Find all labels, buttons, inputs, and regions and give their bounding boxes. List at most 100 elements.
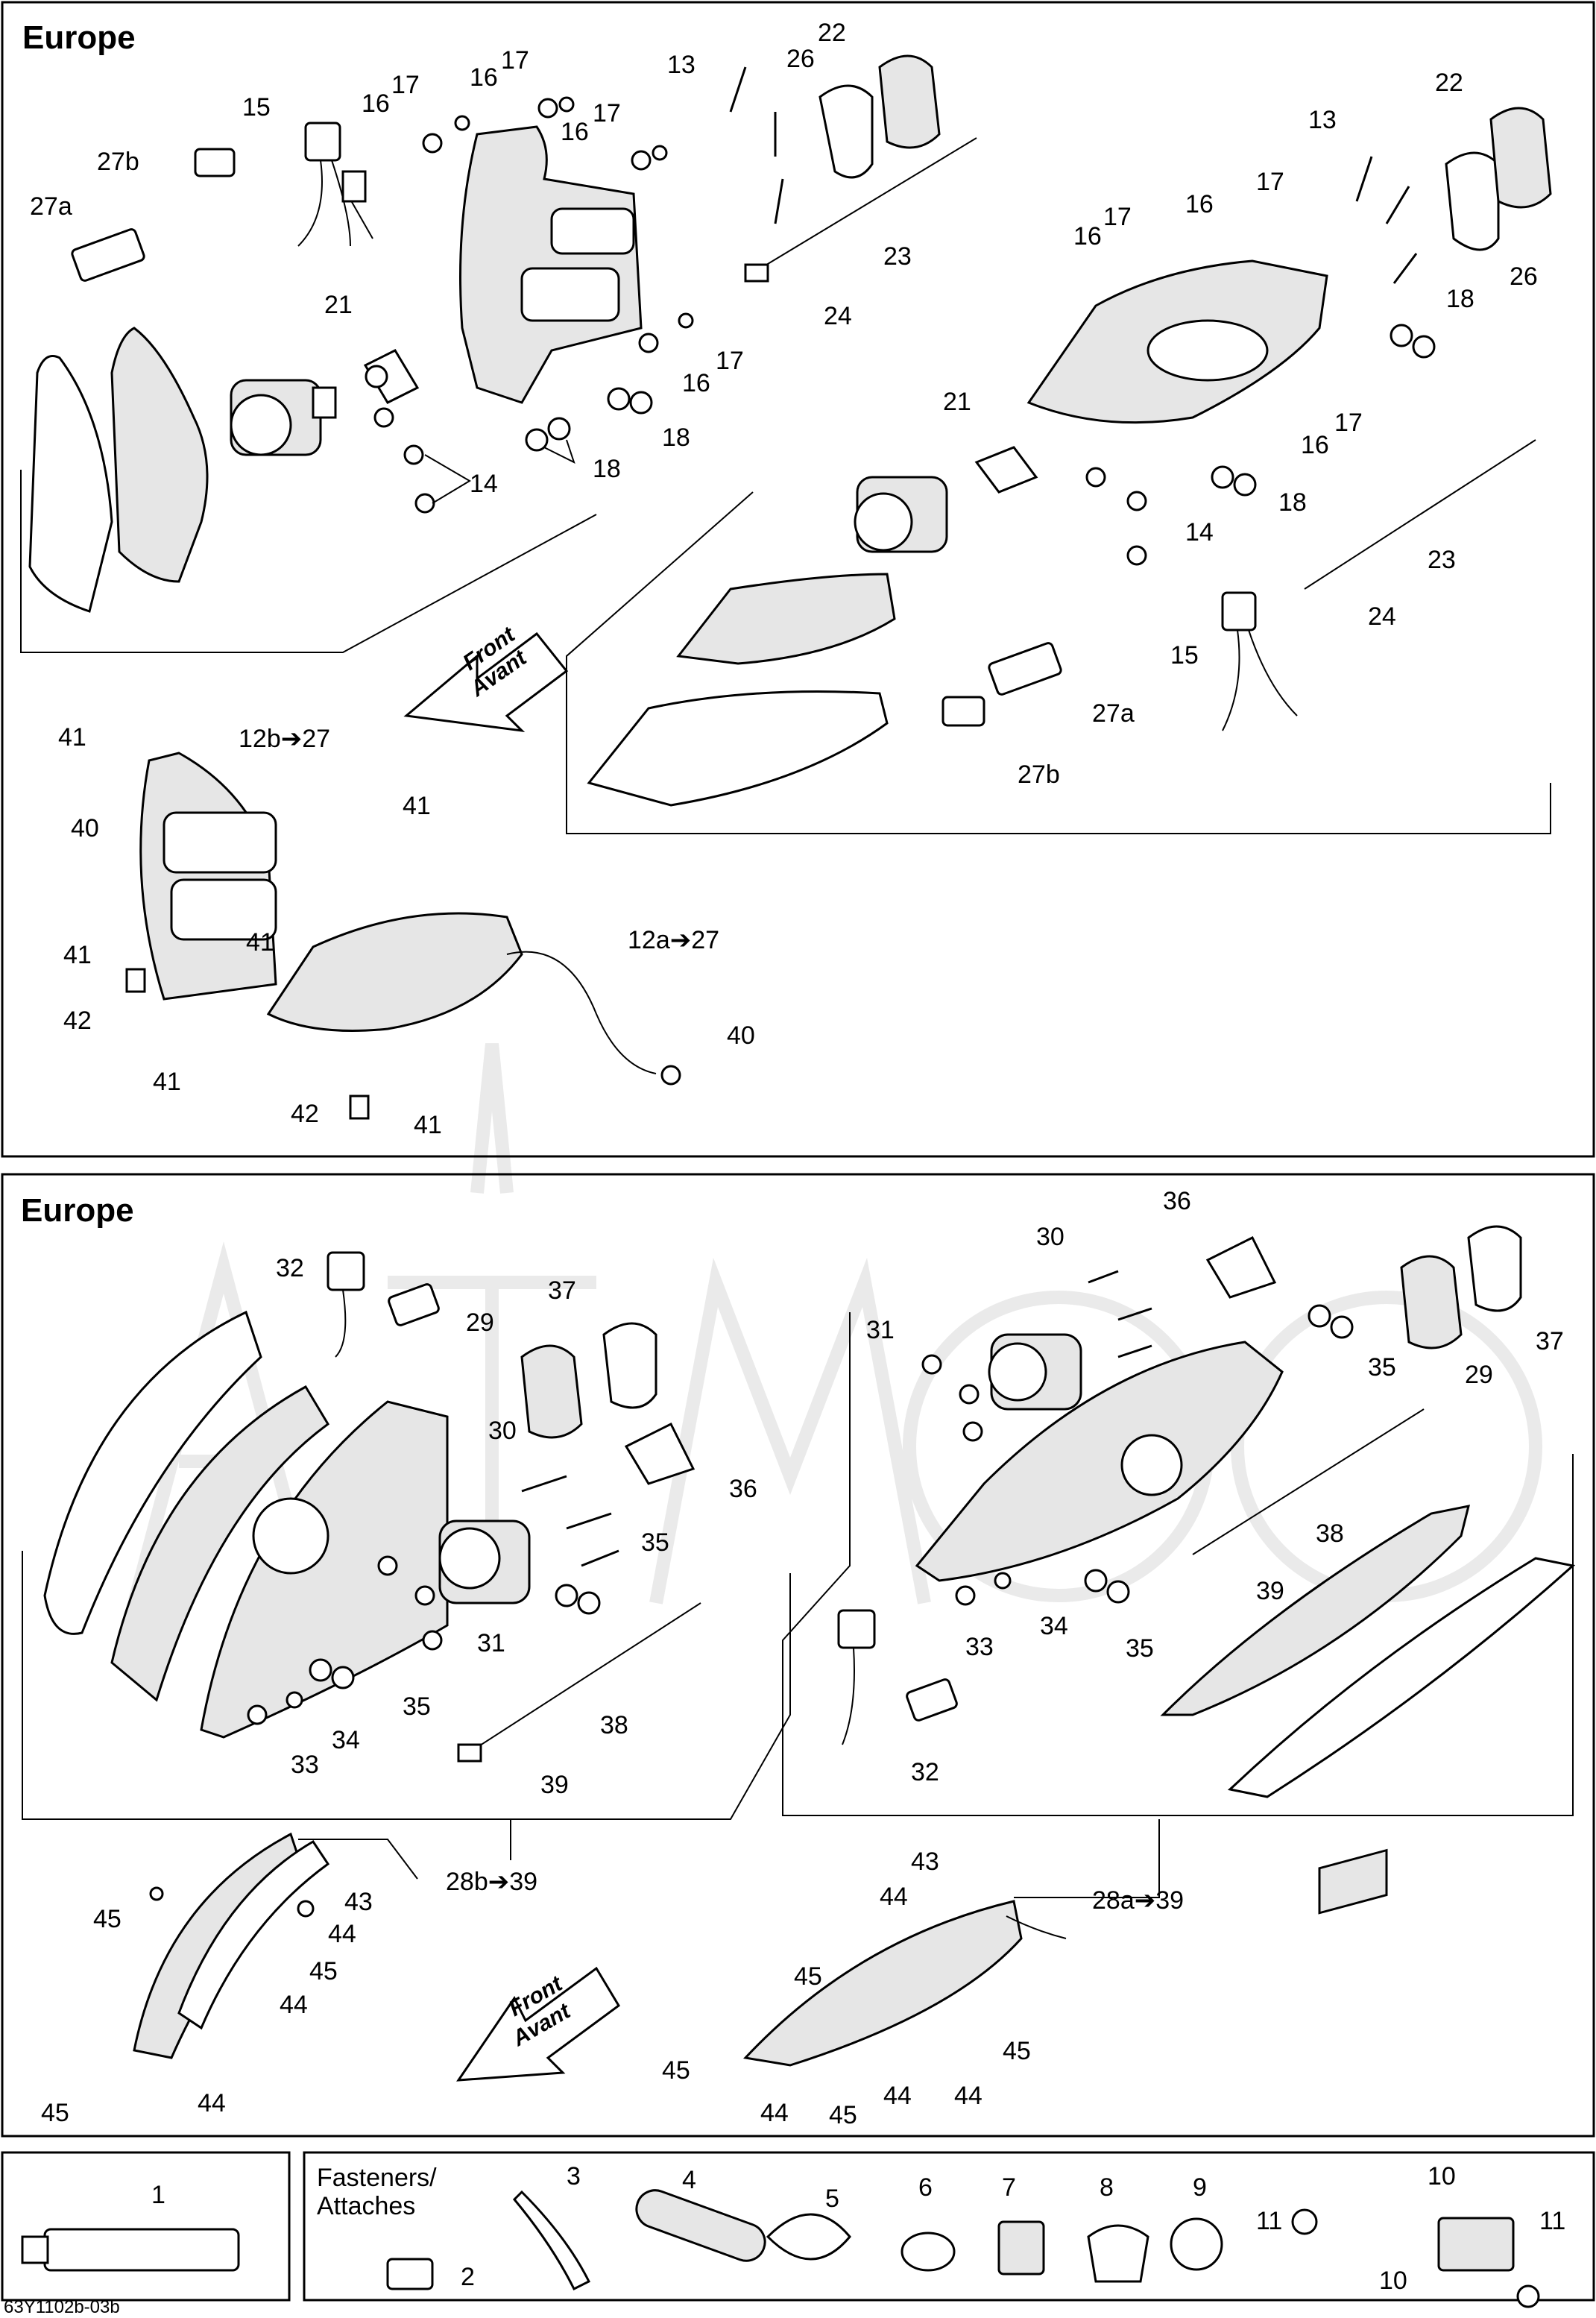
callout-33: 33 <box>291 1751 319 1779</box>
screws-13-right <box>1355 156 1418 284</box>
callout-40: 40 <box>71 814 99 843</box>
callout-27b: 27b <box>1018 760 1060 789</box>
clamp-8 <box>1087 2224 1149 2283</box>
sealant-panel-frame <box>1 2151 291 2302</box>
bottom-section-title: Europe <box>21 1192 134 1229</box>
clip-7 <box>997 2220 1045 2276</box>
callout-44: 44 <box>760 2099 789 2127</box>
front-direction-arrow-bottom: Front Avant <box>456 1966 620 2082</box>
fasteners-panel-frame <box>303 2151 1595 2302</box>
callout-30: 30 <box>488 1417 517 1445</box>
callout-16: 16 <box>362 89 390 118</box>
callout-45: 45 <box>794 1962 822 1991</box>
callout-26: 26 <box>1510 262 1538 291</box>
cable-23-right <box>1304 439 1536 590</box>
callout-41: 41 <box>153 1068 181 1096</box>
callout-38: 38 <box>600 1711 628 1739</box>
callout-15: 15 <box>242 93 271 122</box>
callout-30: 30 <box>1036 1223 1064 1251</box>
callout-21: 21 <box>324 291 353 319</box>
callout-2: 2 <box>461 2263 475 2291</box>
harness-15-right <box>1221 591 1298 731</box>
callout-43: 43 <box>344 1888 373 1916</box>
projector-bottom-right <box>988 1333 1082 1411</box>
callout-39: 39 <box>540 1771 569 1799</box>
projector-module <box>230 379 337 456</box>
fasteners-label: Fasteners/ <box>317 2164 437 2192</box>
seal-29-bottom-right <box>1400 1255 1463 1349</box>
projector-bottom-left <box>438 1519 531 1604</box>
screws-30-bottom-left <box>521 1475 619 1567</box>
callout-10: 10 <box>1428 2162 1456 2191</box>
bulb-21-right <box>974 446 1038 494</box>
attaches-label: Attaches <box>317 2192 415 2220</box>
callout-13: 13 <box>667 51 696 79</box>
lens-bottom-left <box>43 1310 262 1635</box>
grommet-9 <box>1170 2217 1223 2271</box>
callout-5: 5 <box>825 2185 839 2213</box>
callout-18: 18 <box>1278 488 1307 517</box>
nuts-14-right <box>1085 467 1147 566</box>
callout-27a: 27a <box>30 192 72 221</box>
gasket-37-bottom-left <box>602 1322 657 1409</box>
callout-16: 16 <box>1301 431 1329 459</box>
top-panel-frame <box>1 1 1595 1158</box>
assembled-headlamp-bottom-center <box>742 1900 1067 2067</box>
harness-32-bottom-right <box>837 1609 958 1745</box>
callout-17: 17 <box>1103 203 1132 231</box>
housing-bottom-right <box>915 1341 1284 1582</box>
seal-22-right <box>1489 107 1552 209</box>
top-section-title: Europe <box>22 19 136 56</box>
lens-bottom-right <box>1227 1557 1576 1798</box>
connector-27a-right <box>988 642 1062 696</box>
callout-29: 29 <box>466 1308 494 1337</box>
bulb-21 <box>363 349 420 404</box>
callout-17: 17 <box>593 99 621 127</box>
headlamp-housing <box>459 125 643 404</box>
reflector-bottom-left <box>110 1385 329 1702</box>
callout-17: 17 <box>501 46 529 75</box>
connector-27a <box>71 228 145 282</box>
clips-18-right <box>1211 324 1436 497</box>
callout-44: 44 <box>198 2089 226 2117</box>
callout-labels: 27b 27a 15 16 17 16 17 16 17 13 26 22 23… <box>30 19 1565 2295</box>
callout-37: 37 <box>548 1276 576 1305</box>
callout-14: 14 <box>1185 518 1214 547</box>
washer-11-left <box>1291 2208 1318 2235</box>
clips-35-bottom-right <box>1084 1304 1354 1604</box>
screws-13 <box>729 66 784 224</box>
callout-43: 43 <box>911 1848 939 1876</box>
callout-28a-39: 28a➔39 <box>1092 1886 1184 1915</box>
callout-27b: 27b <box>97 148 139 176</box>
grommets-16-17 <box>422 96 694 353</box>
gasket-37-bottom-right <box>1467 1225 1522 1312</box>
callout-1: 1 <box>151 2181 165 2209</box>
callout-35: 35 <box>1368 1353 1396 1382</box>
gasket-26-right <box>1445 151 1500 251</box>
callout-16: 16 <box>1073 222 1102 251</box>
bottom-right-headlamp-assembly <box>782 1225 1576 1816</box>
callout-32: 32 <box>276 1254 304 1282</box>
callout-45: 45 <box>662 2056 690 2085</box>
clip-6 <box>900 2232 956 2272</box>
callout-40: 40 <box>727 1021 755 1050</box>
callout-22: 22 <box>818 19 846 47</box>
callout-41: 41 <box>403 792 431 820</box>
callout-17: 17 <box>1256 168 1284 196</box>
callout-39: 39 <box>1256 1577 1284 1605</box>
bottom-panel-frame <box>1 1173 1595 2138</box>
top-left-headlamp-assembly <box>20 54 977 653</box>
screws-30-bottom-right <box>1088 1270 1152 1358</box>
callout-24: 24 <box>1368 602 1396 631</box>
callout-38: 38 <box>1316 1519 1344 1548</box>
callout-32: 32 <box>911 1758 939 1786</box>
headlamp-reflector <box>110 327 209 583</box>
assembled-headlamp-bottom-left <box>133 1832 330 2059</box>
clip-2 <box>386 2258 434 2290</box>
callout-41: 41 <box>58 723 86 752</box>
callout-33: 33 <box>965 1633 994 1661</box>
callout-12b-27: 12b➔27 <box>239 725 330 753</box>
nuts-31-bottom-left <box>377 1555 443 1651</box>
callout-16: 16 <box>561 118 589 146</box>
front-direction-arrow-top: Front Avant <box>403 622 569 733</box>
